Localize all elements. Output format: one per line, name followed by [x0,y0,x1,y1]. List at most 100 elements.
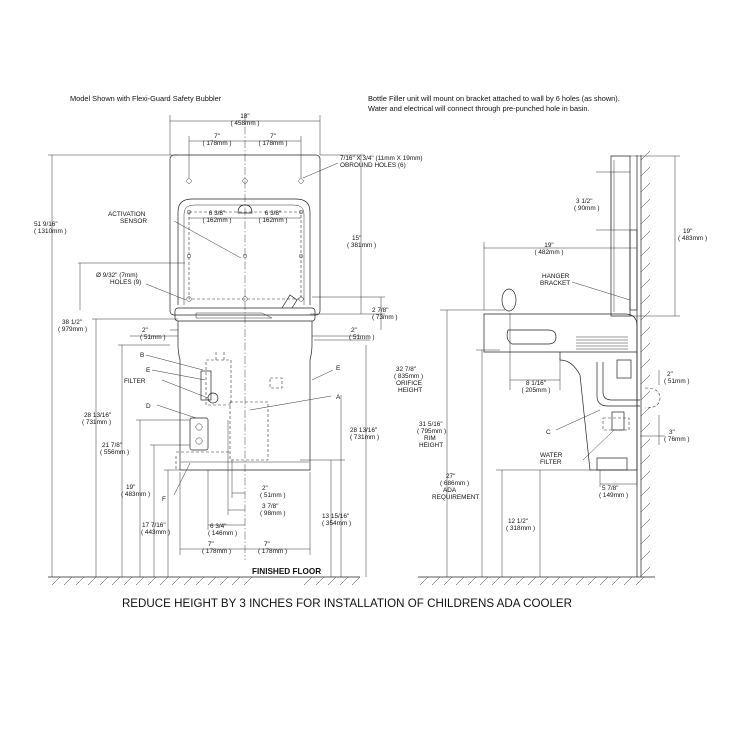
dim-2178-mm: ( 556mm ) [100,449,129,456]
side-view-dimensions: 3 1/2" ( 90mm ) 19" ( 482mm ) 19" ( 483m… [394,198,707,532]
label-f: F [162,496,166,503]
dim-7-left: 7" [214,133,220,140]
dim-638-right: 6 3/8" [265,210,281,217]
dim-15-mm: ( 381mm ) [347,242,376,249]
side-dim-27: 27" [446,473,455,480]
front-floor [48,576,361,586]
side-dim-578-mm: ( 149mm ) [599,492,628,499]
dim-638-right-mm: ( 162mm ) [258,217,287,224]
dim-51916: 51 9/16" [34,221,58,228]
side-dim-1212: 12 1/2" [508,518,528,525]
dim-638-left-mm: ( 162mm ) [202,217,231,224]
side-dim-31516-t2: HEIGHT [419,442,443,449]
side-dim-31516-t1: RIM [424,435,436,442]
side-dim-3278-mm: ( 835mm ) [394,373,423,380]
label-d: D [146,403,151,410]
side-view [440,150,680,577]
dim-18-mm: ( 458mm ) [230,120,259,127]
dim-281316-right-mm: ( 731mm ) [350,434,379,441]
front-view-dimensions: 18" ( 458mm ) 7" ( 178mm ) 7" ( 178mm ) … [34,113,398,555]
dim-2178: 21 7/8" [102,442,122,449]
side-dim-3: 3" [669,429,675,436]
side-view-labels: HANGER BRACKET WATER FILTER C [540,273,570,466]
dim-19: 19" [126,484,135,491]
dim-17716: 17 7/16" [142,522,166,529]
dim-b2-mm: ( 51mm ) [260,492,286,499]
side-dim-3278-t2: HEIGHT [398,387,422,394]
water-filter-label-2: FILTER [540,459,562,466]
side-dim-27-t2: REQUIREMENT [432,494,479,501]
label-e-left: E [146,367,150,374]
side-view-caption-1: Bottle Filler unit will mount on bracket… [368,94,620,103]
dim-b634-mm: ( 146mm ) [208,530,237,537]
side-dim-19v: 19" [683,228,692,235]
sensor-label-1: ACTIVATION [108,211,146,218]
dim-b378: 3 7/8" [262,503,278,510]
side-dim-312-mm: ( 90mm ) [574,205,600,212]
filter-housing [205,359,232,406]
holes-label-1: Ø 9/32" (7mm) [96,272,138,279]
side-dim-31516-mm: ( 795mm ) [417,428,446,435]
side-dim-3278: 32 7/8" [396,366,416,373]
dim-2-left-mm: ( 51mm ) [140,334,166,341]
basin-rim [174,307,316,322]
side-dim-312: 3 1/2" [576,198,592,205]
side-dim-3278-t1: ORIFICE [396,380,422,387]
side-dim-3-mm: ( 76mm ) [664,436,690,443]
side-dim-81: 8 1/16" [526,380,546,387]
dim-7-right: 7" [270,133,276,140]
hanger-label-2: BRACKET [540,280,570,287]
side-dim-81-mm: ( 205mm ) [521,387,550,394]
side-bubbler [501,288,517,312]
dim-638-left: 6 3/8" [209,210,225,217]
front-view-labels: 7/16" X 3/4" (11mm X 19mm) OBROUND HOLES… [96,155,423,503]
obround-label-2: OBROUND HOLES (6) [340,162,406,169]
obround-label-1: 7/16" X 3/4" (11mm X 19mm) [340,155,423,162]
dim-b634: 6 3/4" [210,523,226,530]
dim-19-mm: ( 483mm ) [121,491,150,498]
bottle-alcove [177,198,311,305]
side-dim-2: 2" [667,371,673,378]
side-label-c: C [546,429,551,436]
dim-15: 15" [352,235,361,242]
supply-pipe [596,362,640,407]
drain-fitting [207,392,219,404]
water-filter-label-1: WATER [540,452,563,459]
dim-131516-mm: ( 354mm ) [322,520,351,527]
side-view-caption-2: Water and electrical will connect throug… [368,104,590,113]
label-b: B [140,352,144,359]
side-dim-27-t1: ADA [443,487,457,494]
filter-label: FILTER [124,378,146,385]
dim-281316-left: 28 13/16" [84,412,111,419]
side-basin-opening [506,329,557,345]
front-view-caption: Model Shown with Flexi-Guard Safety Bubb… [70,94,222,103]
footer-note: REDUCE HEIGHT BY 3 INCHES FOR INSTALLATI… [122,597,572,610]
dim-b7-left: 7" [208,541,214,548]
holes-label-2: HOLES (9) [110,279,141,286]
dim-51916-mm: ( 1310mm ) [34,228,67,235]
dim-131516: 13 15/16" [322,513,349,520]
dim-b7-left-mm: ( 178mm ) [202,548,231,555]
dim-17716-mm: ( 443mm ) [141,529,170,536]
finished-floor-label: FINISHED FLOOR [252,567,321,576]
dim-7-right-mm: ( 178mm ) [258,140,287,147]
hanger-bracket [629,229,638,311]
side-dim-27-mm: ( 686mm ) [440,480,469,487]
side-dim-31516: 31 5/16" [419,421,443,428]
dim-2-left: 2" [142,327,148,334]
dim-281316-right: 28 13/16" [350,427,377,434]
cooler-cabinet [177,321,313,471]
dim-b378-mm: ( 98mm ) [260,510,286,517]
dim-b2: 2" [262,485,268,492]
side-dim-578: 5 7/8" [602,485,618,492]
dim-b7-right-mm: ( 178mm ) [258,548,287,555]
dim-b7-right: 7" [264,541,270,548]
dim-7-left-mm: ( 178mm ) [202,140,231,147]
dim-281316-left-mm: ( 731mm ) [82,419,111,426]
side-floor [418,576,655,586]
side-dim-1212-mm: ( 318mm ) [506,525,535,532]
hanger-label-1: HANGER [542,273,570,280]
dim-18: 18" [240,113,249,120]
side-dim-19v-mm: ( 483mm ) [678,235,707,242]
